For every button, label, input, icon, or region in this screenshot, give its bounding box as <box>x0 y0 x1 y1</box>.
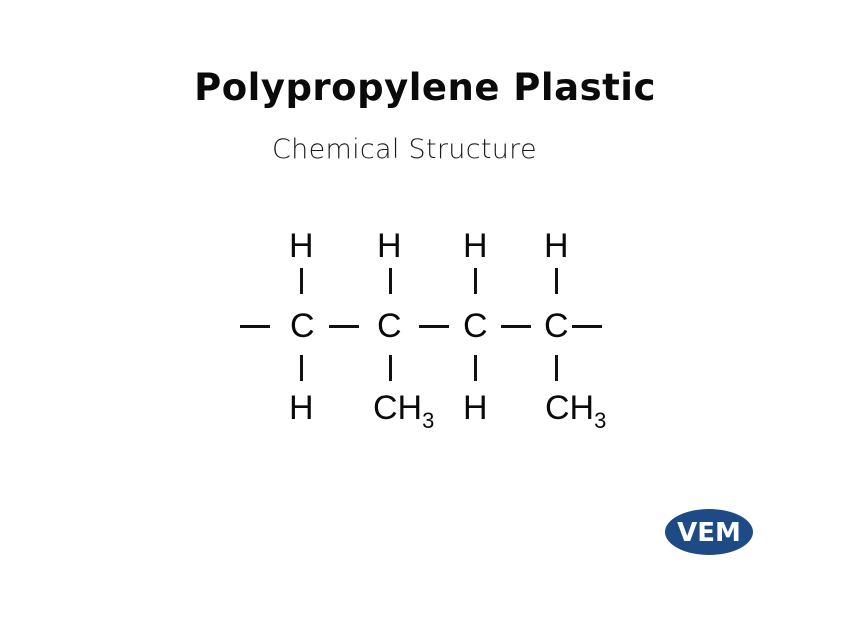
carbon-3: C <box>463 307 488 345</box>
bond-top-4 <box>555 268 558 294</box>
logo-text: VEM <box>677 518 741 548</box>
bottom-methyl-2: CH3 <box>373 389 435 433</box>
bottom-hydrogen-3: H <box>463 389 488 427</box>
page-subtitle: Chemical Structure <box>272 134 537 165</box>
carbon-2: C <box>377 307 402 345</box>
bond-bottom-4 <box>555 355 558 381</box>
bond-bottom-3 <box>474 355 477 381</box>
bond-top-2 <box>389 268 392 294</box>
top-hydrogen-3: H <box>463 227 488 265</box>
top-hydrogen-1: H <box>289 227 314 265</box>
top-hydrogen-4: H <box>544 227 569 265</box>
bond-chain-right-end <box>572 325 602 328</box>
bond-top-3 <box>474 268 477 294</box>
bond-chain-left-end <box>240 325 270 328</box>
top-hydrogen-2: H <box>377 227 402 265</box>
bond-chain-1-2 <box>329 325 359 328</box>
carbon-4: C <box>544 307 569 345</box>
bottom-hydrogen-1: H <box>289 389 314 427</box>
bond-bottom-2 <box>389 355 392 381</box>
bond-chain-2-3 <box>419 325 449 328</box>
vem-logo: VEM <box>664 508 754 556</box>
bond-bottom-1 <box>300 355 303 381</box>
page-title: Polypropylene Plastic <box>194 66 656 109</box>
bond-chain-3-4 <box>501 325 531 328</box>
carbon-1: C <box>290 307 315 345</box>
bond-top-1 <box>300 268 303 294</box>
bottom-methyl-4: CH3 <box>545 389 607 433</box>
